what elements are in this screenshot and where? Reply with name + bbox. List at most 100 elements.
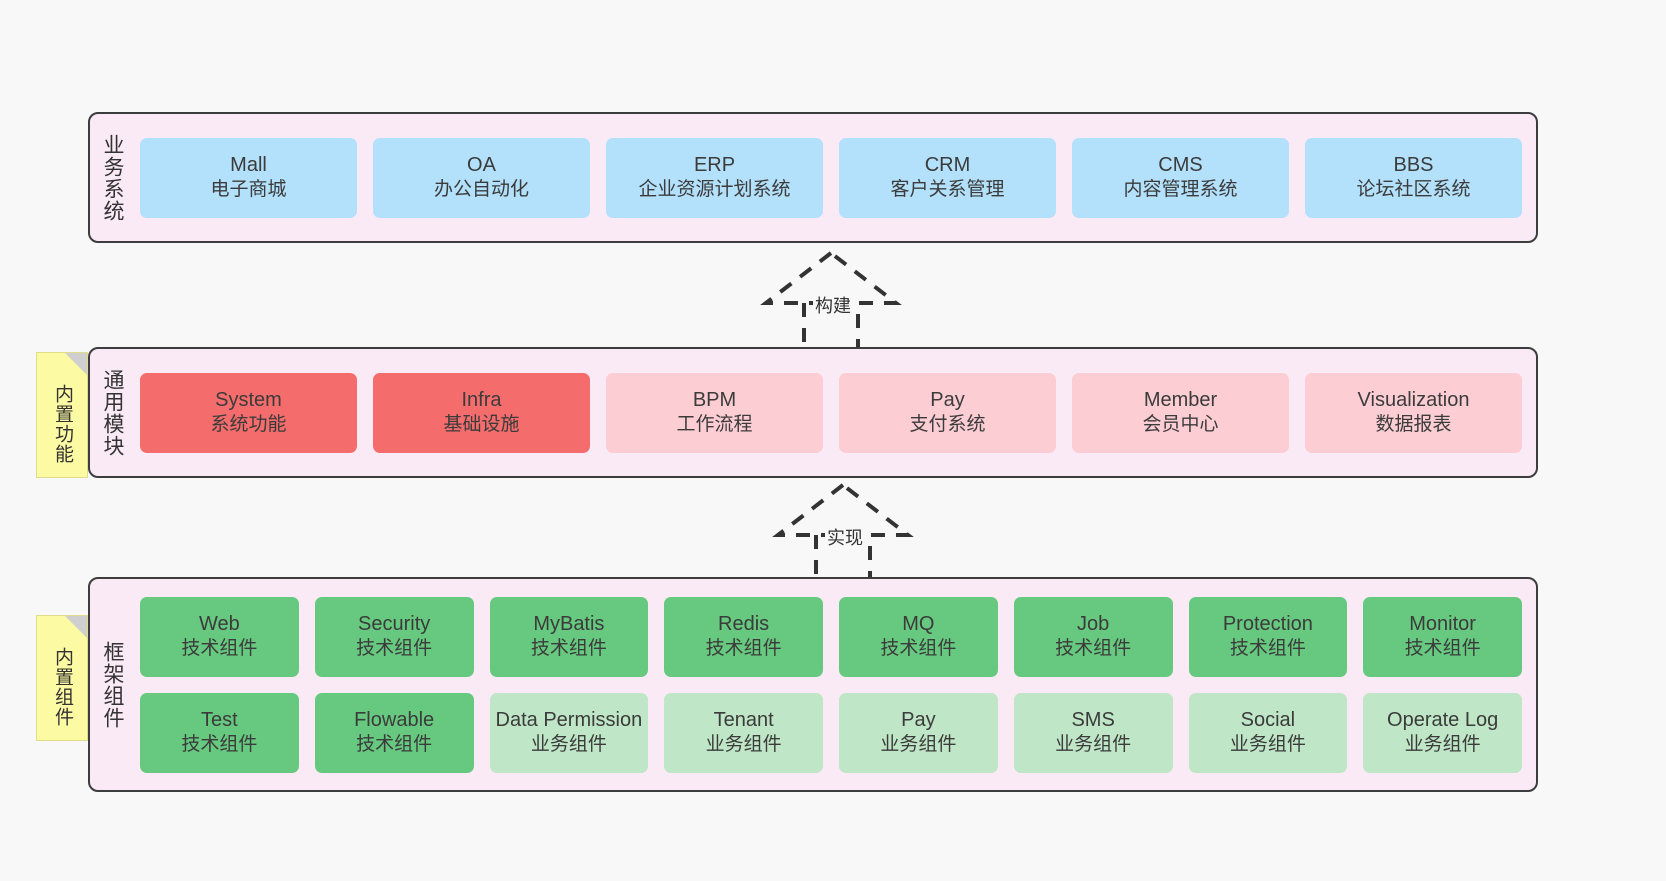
- card-crm[interactable]: CRM 客户关系管理: [839, 137, 1056, 218]
- card-job[interactable]: Job 技术组件: [1013, 596, 1173, 677]
- card-data-permission[interactable]: Data Permission 业务组件: [489, 692, 649, 773]
- card-title-cn: 工作流程: [676, 414, 753, 436]
- card-title-en: Pay: [901, 708, 936, 731]
- card-title-cn: 办公自动化: [433, 179, 529, 201]
- card-pay[interactable]: Pay 支付系统: [839, 372, 1056, 453]
- card-redis[interactable]: Redis 技术组件: [664, 596, 823, 677]
- card-system[interactable]: System 系统功能: [140, 372, 357, 453]
- card-title-cn: 论坛社区系统: [1356, 179, 1471, 201]
- card-row: Mall 电子商城 OA 办公自动化 ERP 企业资源计划系统 CRM 客户关系…: [140, 137, 1522, 218]
- card-title-cn: 技术组件: [1229, 638, 1306, 660]
- card-title-en: Mall: [230, 153, 267, 176]
- build-arrow: 构建: [746, 247, 916, 360]
- card-title-cn: 业务组件: [880, 734, 957, 756]
- card-title-en: Social: [1240, 708, 1296, 731]
- card-protection[interactable]: Protection 技术组件: [1188, 596, 1348, 677]
- card-title-cn: 技术组件: [356, 734, 433, 756]
- card-title-cn: 系统功能: [210, 414, 287, 436]
- card-title-en: System: [215, 388, 282, 411]
- layer-body-general-modules: System 系统功能 Infra 基础设施 BPM 工作流程 Pay 支付系统…: [134, 349, 1536, 476]
- card-security[interactable]: Security 技术组件: [314, 596, 474, 677]
- card-title-cn: 内容管理系统: [1123, 179, 1238, 201]
- card-title-en: BBS: [1393, 153, 1434, 176]
- card-web[interactable]: Web 技术组件: [140, 596, 299, 677]
- card-row: Web 技术组件 Security 技术组件 MyBatis 技术组件 Redi…: [140, 596, 1522, 677]
- card-title-cn: 业务组件: [1055, 734, 1132, 756]
- card-title-en: Monitor: [1409, 612, 1476, 635]
- card-title-en: Pay: [930, 388, 965, 411]
- layer-business-systems: 业务系统 Mall 电子商城 OA 办公自动化 ERP 企业资源计划系统 CRM…: [88, 112, 1538, 243]
- card-title-cn: 技术组件: [880, 638, 957, 660]
- card-title-cn: 技术组件: [705, 638, 782, 660]
- card-bbs[interactable]: BBS 论坛社区系统: [1305, 137, 1522, 218]
- card-title-cn: 企业资源计划系统: [638, 179, 791, 201]
- card-title-cn: 会员中心: [1142, 414, 1219, 436]
- card-pay-component[interactable]: Pay 业务组件: [839, 692, 998, 773]
- layer-title-business-systems: 业务系统: [100, 133, 124, 222]
- layer-framework-components: 框架组件 Web 技术组件 Security 技术组件 MyBatis 技术组件…: [88, 577, 1538, 792]
- card-title-en: CRM: [924, 153, 971, 176]
- layer-general-modules: 通用模块 System 系统功能 Infra 基础设施 BPM 工作流程 Pay…: [88, 347, 1538, 478]
- card-title-en: Protection: [1222, 612, 1313, 635]
- card-title-cn: 技术组件: [1055, 638, 1132, 660]
- card-title-en: Data Permission: [495, 708, 643, 731]
- card-visualization[interactable]: Visualization 数据报表: [1305, 372, 1522, 453]
- card-infra[interactable]: Infra 基础设施: [373, 372, 590, 453]
- card-monitor[interactable]: Monitor 技术组件: [1363, 596, 1522, 677]
- card-title-cn: 技术组件: [530, 638, 607, 660]
- card-sms[interactable]: SMS 业务组件: [1013, 692, 1173, 773]
- card-title-en: Tenant: [713, 708, 774, 731]
- card-title-en: MQ: [902, 612, 935, 635]
- card-title-cn: 技术组件: [1404, 638, 1481, 660]
- card-title-cn: 业务组件: [1229, 734, 1306, 756]
- card-title-en: BPM: [692, 388, 737, 411]
- card-member[interactable]: Member 会员中心: [1072, 372, 1289, 453]
- build-arrow-label: 构建: [813, 292, 853, 318]
- card-title-en: Infra: [461, 388, 502, 411]
- card-title-en: Flowable: [354, 708, 435, 731]
- note-builtin-functions: 内置功能: [36, 352, 88, 478]
- layer-body-business-systems: Mall 电子商城 OA 办公自动化 ERP 企业资源计划系统 CRM 客户关系…: [134, 114, 1536, 241]
- card-erp[interactable]: ERP 企业资源计划系统: [606, 137, 823, 218]
- implement-arrow-label: 实现: [825, 524, 865, 550]
- card-title-en: Visualization: [1357, 388, 1470, 411]
- card-title-cn: 客户关系管理: [890, 179, 1005, 201]
- implement-arrow: 实现: [758, 479, 928, 592]
- card-row: System 系统功能 Infra 基础设施 BPM 工作流程 Pay 支付系统…: [140, 372, 1522, 453]
- card-test[interactable]: Test 技术组件: [140, 692, 299, 773]
- note-builtin-components: 内置组件: [36, 615, 88, 741]
- card-title-en: Job: [1077, 612, 1110, 635]
- card-tenant[interactable]: Tenant 业务组件: [664, 692, 823, 773]
- card-social[interactable]: Social 业务组件: [1188, 692, 1348, 773]
- card-title-cn: 技术组件: [356, 638, 433, 660]
- card-title-en: MyBatis: [533, 612, 605, 635]
- card-title-cn: 支付系统: [909, 414, 986, 436]
- card-title-cn: 业务组件: [1404, 734, 1481, 756]
- layer-title-general-modules: 通用模块: [100, 368, 124, 457]
- card-row: Test 技术组件 Flowable 技术组件 Data Permission …: [140, 692, 1522, 773]
- card-cms[interactable]: CMS 内容管理系统: [1072, 137, 1289, 218]
- card-title-cn: 技术组件: [181, 638, 258, 660]
- card-title-cn: 业务组件: [705, 734, 782, 756]
- layer-title-framework-components: 框架组件: [100, 640, 124, 729]
- card-title-en: Web: [198, 612, 240, 635]
- card-title-en: Test: [201, 708, 238, 731]
- card-title-cn: 基础设施: [443, 414, 520, 436]
- card-mall[interactable]: Mall 电子商城: [140, 137, 357, 218]
- card-oa[interactable]: OA 办公自动化: [373, 137, 590, 218]
- card-bpm[interactable]: BPM 工作流程: [606, 372, 823, 453]
- card-title-cn: 技术组件: [181, 734, 258, 756]
- card-title-cn: 电子商城: [210, 179, 287, 201]
- card-mq[interactable]: MQ 技术组件: [839, 596, 998, 677]
- card-flowable[interactable]: Flowable 技术组件: [314, 692, 474, 773]
- card-mybatis[interactable]: MyBatis 技术组件: [489, 596, 649, 677]
- card-title-cn: 业务组件: [530, 734, 607, 756]
- layer-body-framework-components: Web 技术组件 Security 技术组件 MyBatis 技术组件 Redi…: [134, 579, 1536, 790]
- card-title-en: Member: [1143, 388, 1218, 411]
- card-title-en: ERP: [693, 153, 736, 176]
- card-title-en: Security: [358, 612, 431, 635]
- card-title-en: SMS: [1071, 708, 1115, 731]
- card-operate-log[interactable]: Operate Log 业务组件: [1363, 692, 1522, 773]
- card-title-en: CMS: [1158, 153, 1203, 176]
